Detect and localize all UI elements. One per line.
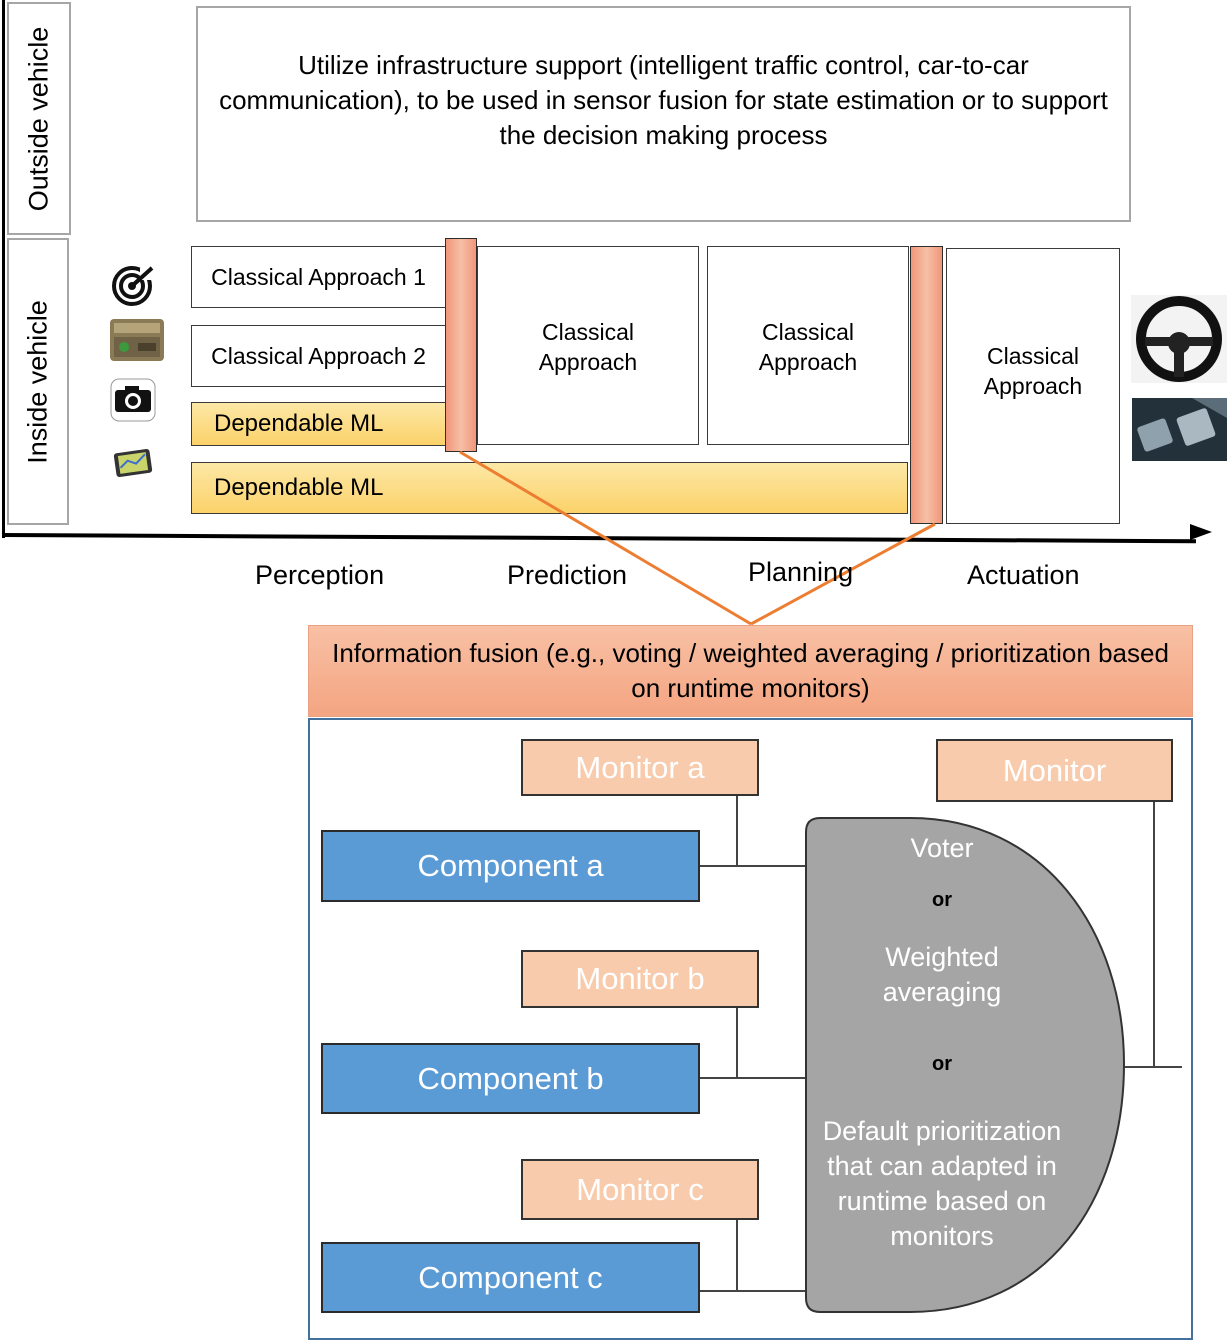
stage-perception: Perception [255,560,385,590]
voter-line-default: Default prioritization that can adapted … [822,1116,1062,1251]
y-axis [2,0,5,538]
infrastructure-text: Utilize infrastructure support (intellig… [219,49,1108,150]
prediction-box: Classical Approach [477,246,699,445]
component-c-text: Component c [418,1259,603,1295]
stage-planning: Planning [748,557,854,587]
wire-monitor-b [736,1007,738,1079]
information-fusion-header: Information fusion (e.g., voting / weigh… [308,625,1193,717]
voter-or-2: or [932,1053,952,1075]
monitor-a-text: Monitor a [575,749,705,785]
voter-or-1: or [932,889,952,911]
voter-text: Voter or Weighted averaging or Default p… [815,830,1069,1254]
actuation-box: Classical Approach [946,248,1120,524]
fusion-bar-perception [445,238,477,452]
dependable-ml-short: Dependable ML [191,402,446,446]
monitor-output-text: Monitor [1002,752,1107,788]
prediction-box-text: Classical Approach [538,319,638,375]
dependable-ml-long-text: Dependable ML [214,474,384,501]
voter-line-voter: Voter [910,833,974,863]
component-a-text: Component a [417,848,604,883]
planning-box: Classical Approach [707,246,909,445]
wire-monitor-a [736,795,738,867]
stage-actuation: Actuation [967,560,1080,590]
wire-monitor-out [1153,801,1155,1067]
monitor-b: Monitor b [521,950,759,1008]
component-b: Component b [321,1043,700,1114]
information-fusion-text: Information fusion (e.g., voting / weigh… [332,638,1169,703]
gps-icon [113,448,153,478]
inside-vehicle-label: Inside vehicle [7,238,69,525]
classical-approach-1-box: Classical Approach 1 [191,246,446,308]
radar-icon [112,266,156,306]
planning-box-text: Classical Approach [758,319,858,375]
monitor-b-text: Monitor b [575,961,705,996]
pedals-icon [1132,398,1227,461]
fusion-connector-lines [459,450,936,626]
lidar-icon [110,319,164,361]
camera-icon [110,378,156,422]
outside-vehicle-label: Outside vehicle [7,2,71,235]
wire-voter-out [1124,1066,1182,1068]
classical-approach-1-text: Classical Approach 1 [211,263,426,290]
wire-component-b [700,1077,808,1079]
dependable-ml-short-text: Dependable ML [214,410,384,437]
steering-wheel-icon [1131,295,1227,383]
monitor-a: Monitor a [521,739,759,796]
fusion-bar-planning [910,246,943,524]
actuation-box-text: Classical Approach [983,343,1083,399]
monitor-c-text: Monitor c [576,1171,704,1207]
x-axis-arrowhead [1190,524,1212,540]
monitor-c: Monitor c [521,1159,759,1220]
monitor-output: Monitor [936,739,1173,802]
voter-line-weighted: Weighted averaging [882,942,1002,1007]
wire-monitor-c [736,1220,738,1292]
wire-component-a [700,865,808,867]
classical-approach-2-text: Classical Approach 2 [211,342,426,369]
infrastructure-box: Utilize infrastructure support (intellig… [196,6,1131,222]
component-a: Component a [321,830,700,902]
component-b-text: Component b [417,1060,604,1096]
voter-shape [805,817,1126,1313]
classical-approach-2-box: Classical Approach 2 [191,325,446,387]
component-c: Component c [321,1242,700,1313]
stage-prediction: Prediction [507,560,628,590]
wire-component-c [700,1290,808,1292]
